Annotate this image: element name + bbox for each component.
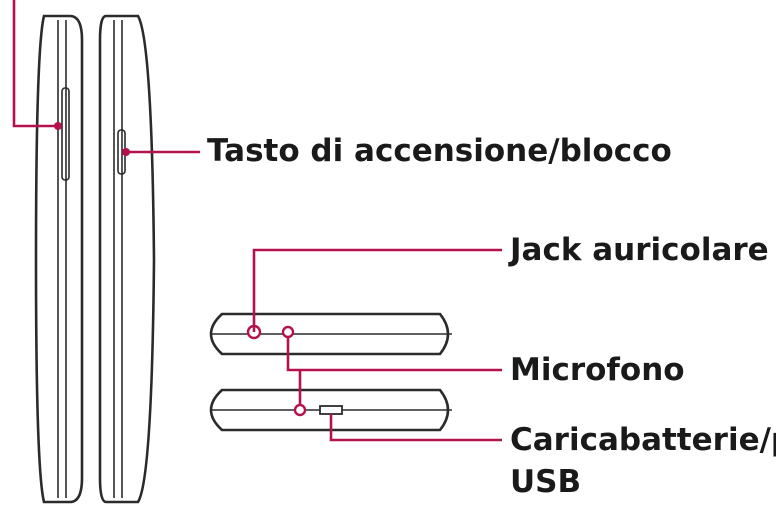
volume-key-leader bbox=[12, 0, 58, 128]
power-lock-key-label: Tasto di accensione/blocco bbox=[207, 133, 672, 169]
leader-lines bbox=[12, 0, 502, 442]
volume-key bbox=[61, 87, 70, 181]
bottom-microphone-icon bbox=[293, 403, 307, 417]
usb-leader bbox=[329, 414, 502, 442]
phone-top-edge-view bbox=[209, 312, 452, 356]
phone-left-side-view bbox=[34, 14, 84, 504]
microphone-label: Microfono bbox=[510, 352, 685, 388]
charger-usb-label-line2: USB bbox=[510, 464, 581, 500]
top-microphone-icon bbox=[281, 325, 295, 339]
headphone-jack-leader bbox=[252, 248, 502, 332]
phone-right-side-view bbox=[98, 14, 156, 504]
usb-port-icon bbox=[319, 405, 343, 415]
headphone-jack-label: Jack auricolare bbox=[508, 232, 769, 268]
microphone-leader bbox=[286, 336, 502, 372]
charger-usb-label-line1: Caricabatterie/porta bbox=[510, 422, 776, 458]
